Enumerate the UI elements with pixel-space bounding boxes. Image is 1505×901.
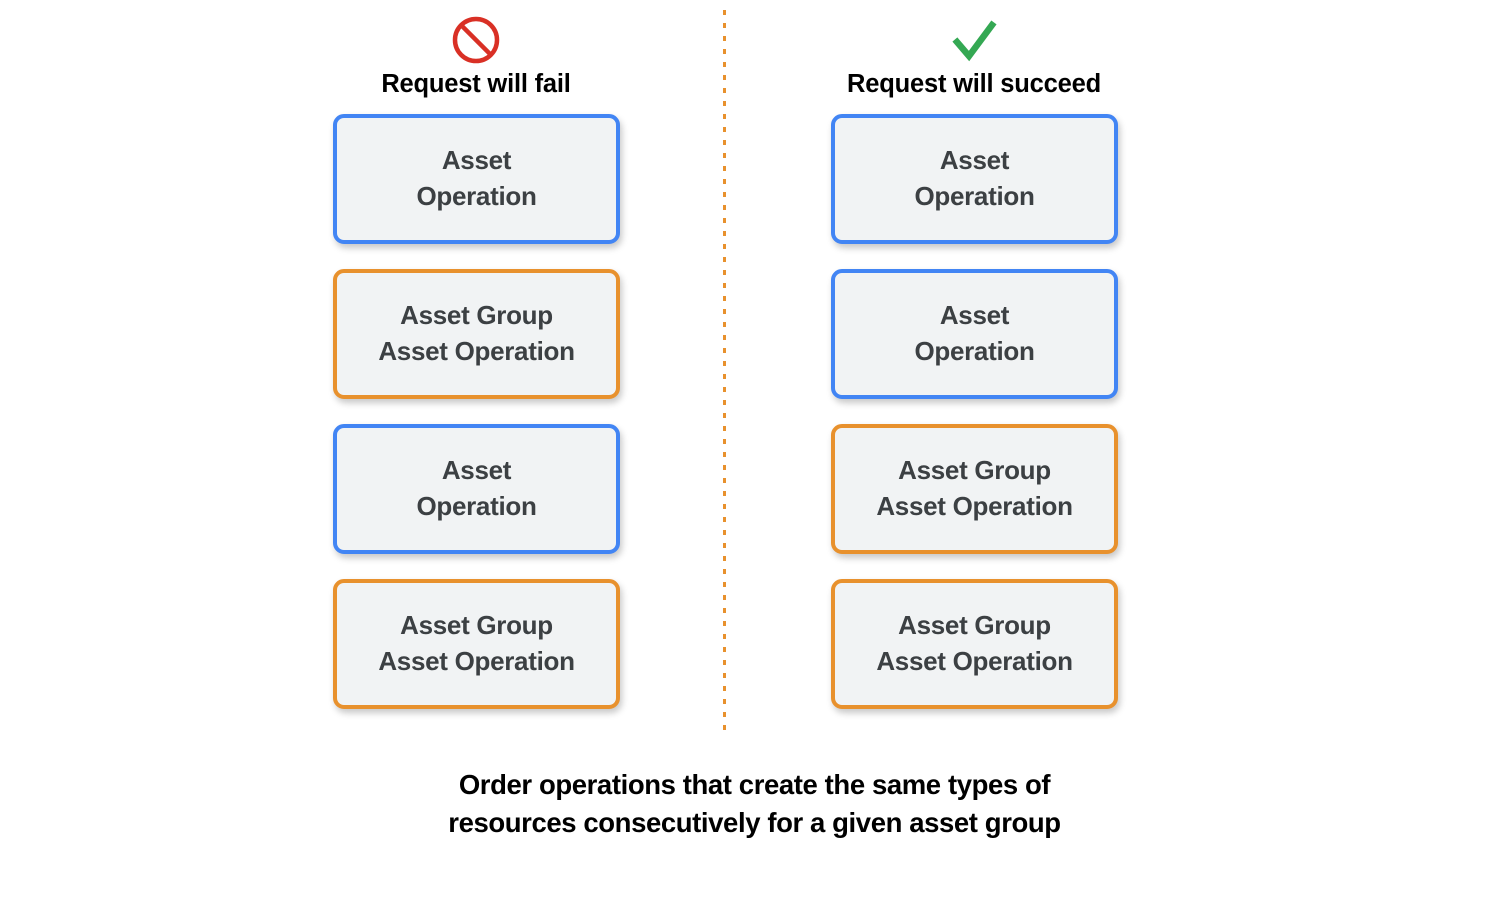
diagram-caption: Order operations that create the same ty… xyxy=(0,766,1505,842)
operation-box-label: Asset Group Asset Operation xyxy=(378,300,575,366)
operation-box-label: Asset Operation xyxy=(914,145,1035,211)
operation-box-label: Asset Group Asset Operation xyxy=(876,455,1073,521)
box-stack-fail: Asset Operation Asset Group Asset Operat… xyxy=(333,114,620,734)
column-header-fail: Request will fail xyxy=(316,14,636,99)
prohibition-icon xyxy=(452,16,500,64)
operation-box-label: Asset Group Asset Operation xyxy=(876,610,1073,676)
operation-box-label: Asset Group Asset Operation xyxy=(378,610,575,676)
operation-box[interactable]: Asset Group Asset Operation xyxy=(831,424,1118,554)
operation-box-label: Asset Operation xyxy=(416,145,537,211)
operation-box-label: Asset Operation xyxy=(416,455,537,521)
operation-box-label: Asset Operation xyxy=(914,300,1035,366)
column-header-succeed: Request will succeed xyxy=(814,14,1134,99)
operation-box[interactable]: Asset Operation xyxy=(831,114,1118,244)
caption-line-2: resources consecutively for a given asse… xyxy=(448,806,1061,838)
operation-box[interactable]: Asset Operation xyxy=(831,269,1118,399)
operation-box[interactable]: Asset Operation xyxy=(333,114,620,244)
box-stack-succeed: Asset Operation Asset Operation Asset Gr… xyxy=(831,114,1118,734)
operation-box[interactable]: Asset Group Asset Operation xyxy=(333,269,620,399)
operation-box[interactable]: Asset Group Asset Operation xyxy=(831,579,1118,709)
operation-box[interactable]: Asset Operation xyxy=(333,424,620,554)
operation-box[interactable]: Asset Group Asset Operation xyxy=(333,579,620,709)
caption-line-1: Order operations that create the same ty… xyxy=(458,769,1051,800)
column-title-fail: Request will fail xyxy=(381,70,571,98)
checkmark-icon xyxy=(952,20,997,62)
vertical-dotted-divider xyxy=(723,10,726,736)
column-title-succeed: Request will succeed xyxy=(847,70,1101,98)
